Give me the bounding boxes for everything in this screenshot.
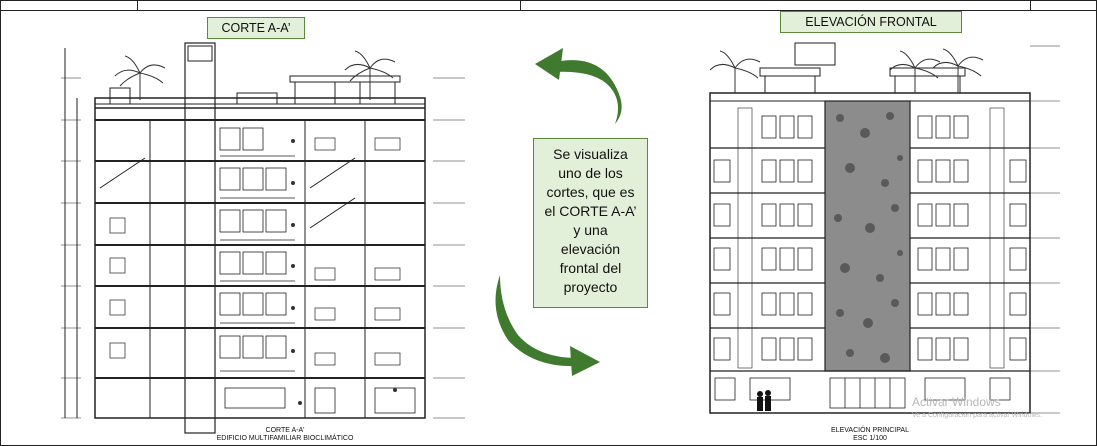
elevation-drawing [709, 42, 1060, 414]
section-title-label: CORTE A-A’ [207, 17, 305, 39]
callout-line: frontal del [559, 260, 622, 276]
section-caption-subtitle: EDIFICIO MULTIFAMILIAR BIOCLIMÁTICO [216, 435, 354, 442]
palm-tree-icon [344, 50, 396, 100]
callout-line: elevación [560, 241, 621, 257]
activation-watermark: Activar Windows Ve a Configuración para … [912, 396, 1042, 422]
elevation-caption-scale: ESC 1/100 [853, 435, 887, 442]
section-drawing [61, 42, 465, 434]
watermark-title: Activar Windows [912, 395, 1001, 409]
curved-arrow-icon [535, 48, 622, 124]
callout-line: uno de los [558, 165, 623, 181]
watermark-subtitle: Ve a Configuración para activar Windows. [912, 412, 1042, 419]
person-figure-icon [757, 390, 771, 411]
table-cell [520, 0, 1031, 10]
section-caption-title: CORTE A-A' [265, 427, 305, 434]
curved-arrow-icon [495, 275, 600, 376]
palm-tree-icon [889, 50, 941, 93]
elevation-caption-title: ELEVACIÓN PRINCIPAL [831, 427, 909, 434]
callout-line: el CORTE A-A’ [544, 203, 637, 219]
palm-tree-icon [709, 50, 761, 93]
table-cell [0, 0, 138, 10]
table-header-strip [0, 0, 1097, 11]
elevation-title-label: ELEVACIÓN FRONTAL [780, 11, 962, 33]
callout-line: proyecto [563, 279, 618, 295]
callout-note: Se visualiza uno de los cortes, que es e… [533, 138, 648, 308]
table-cell [137, 0, 521, 10]
callout-line: Se visualiza [553, 146, 628, 162]
callout-line: y una [573, 222, 608, 238]
palm-tree-icon [114, 55, 166, 100]
palm-tree-icon [932, 48, 984, 93]
callout-line: cortes, que es [546, 184, 635, 200]
